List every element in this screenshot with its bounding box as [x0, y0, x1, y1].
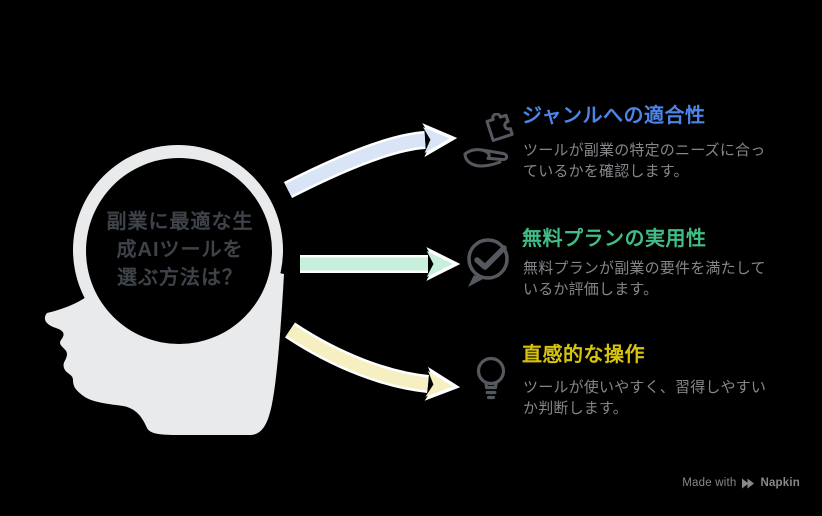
item-title-intuitive-ops: 直感的な操作 — [522, 344, 645, 366]
item-desc-free-plan: 無料プランが副業の要件を満たしているか評価します。 — [523, 260, 766, 298]
chat-check-icon — [467, 238, 509, 287]
arrow-to-genre-fit — [283, 123, 458, 199]
head-brain-circle — [86, 158, 272, 344]
napkin-credit[interactable]: Made with Napkin — [682, 477, 800, 489]
arrow-to-intuitive-ops — [285, 322, 461, 401]
arrows — [283, 123, 461, 401]
napkin-logo-icon — [742, 478, 755, 488]
item-desc-genre-fit: ツールが副業の特定のニーズに合っているかを確認します。 — [523, 142, 766, 180]
made-with-label: Made with — [682, 477, 737, 489]
item-title-genre-fit: ジャンルへの適合性 — [522, 105, 706, 127]
item-title-free-plan: 無料プランの実用性 — [522, 228, 707, 250]
napkin-brand-label: Napkin — [760, 477, 800, 489]
item-desc-intuitive-ops: ツールが使いやすく、習得しやすいか判断します。 — [523, 379, 767, 417]
question-line: 選ぶ方法は？ — [117, 267, 243, 289]
head-silhouette — [44, 145, 284, 435]
question-line: 副業に最適な生 — [106, 211, 254, 233]
lightbulb-icon — [476, 356, 506, 400]
central-question: 副業に最適な生 成AIツールを 選ぶ方法は？ — [92, 208, 268, 292]
question-line: 成AIツールを — [116, 239, 244, 261]
hand-holding-puzzle-icon — [463, 113, 514, 168]
